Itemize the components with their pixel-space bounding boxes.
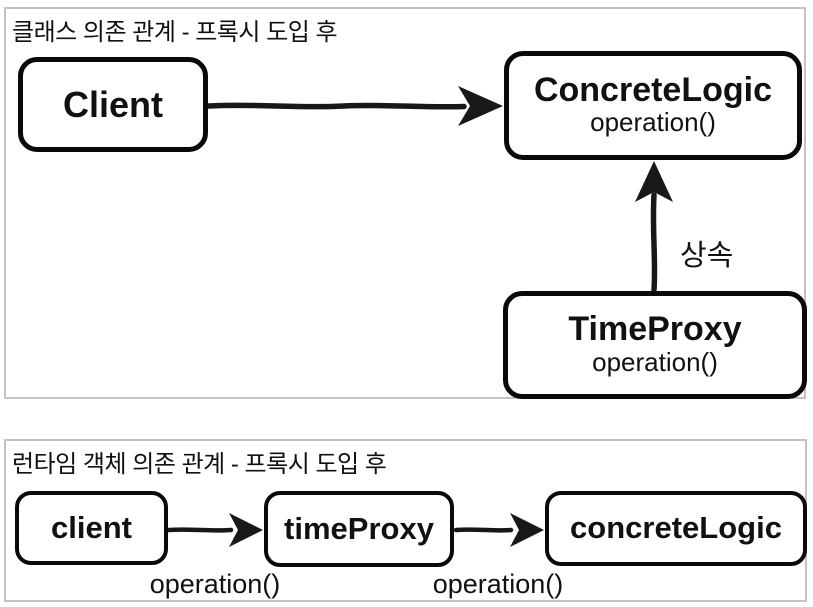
class-method-concretelogic: operation() bbox=[590, 107, 716, 138]
class-diagram-panel: 클래스 의존 관계 - 프록시 도입 후 상속 Client ConcreteL… bbox=[4, 7, 807, 399]
runtime-arrow-timeproxy-to-concretelogic bbox=[453, 513, 544, 547]
object-box-concretelogic: concreteLogic bbox=[545, 491, 807, 566]
class-name-concretelogic: ConcreteLogic bbox=[533, 70, 773, 109]
object-name-client: client bbox=[51, 509, 132, 545]
operation-label-client-to-timeproxy: operation() bbox=[149, 569, 281, 599]
runtime-arrow-client-to-timeproxy bbox=[166, 513, 263, 547]
class-diagram-title: 클래스 의존 관계 - 프록시 도입 후 bbox=[12, 19, 338, 46]
inheritance-label: 상속 bbox=[680, 240, 734, 272]
object-box-timeproxy: timeProxy bbox=[264, 491, 454, 567]
object-name-timeproxy: timeProxy bbox=[284, 510, 434, 546]
runtime-diagram-title: 런타임 객체 의존 관계 - 프록시 도입 후 bbox=[12, 451, 387, 478]
runtime-diagram-panel: 런타임 객체 의존 관계 - 프록시 도입 후 client timeProxy… bbox=[4, 439, 807, 602]
dependency-arrow-client-to-concretelogic bbox=[206, 86, 503, 126]
class-name-client: Client bbox=[62, 83, 163, 125]
object-name-concretelogic: concreteLogic bbox=[570, 510, 782, 546]
object-box-client: client bbox=[15, 491, 168, 565]
inheritance-arrow-timeproxy-to-concretelogic bbox=[635, 161, 673, 293]
class-box-client: Client bbox=[18, 57, 208, 152]
class-name-timeproxy: TimeProxy bbox=[568, 310, 742, 349]
class-box-timeproxy: TimeProxy operation() bbox=[503, 291, 807, 399]
class-box-concretelogic: ConcreteLogic operation() bbox=[504, 51, 802, 160]
operation-label-timeproxy-to-concretelogic: operation() bbox=[432, 569, 564, 599]
class-method-timeproxy: operation() bbox=[592, 346, 718, 377]
